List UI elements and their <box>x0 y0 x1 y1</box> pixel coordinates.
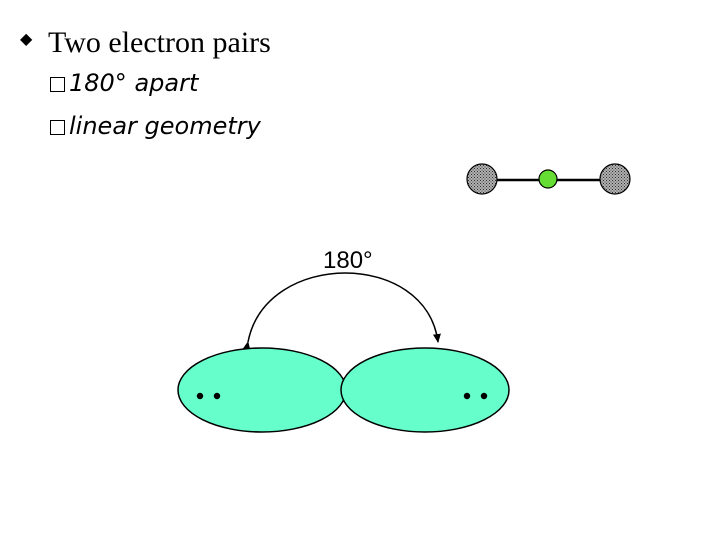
angle-arc-arrow <box>242 272 441 351</box>
hollow-square-bullet-icon <box>50 76 65 92</box>
sub-bullet-item: linear geometry <box>50 110 261 142</box>
main-bullet-text: Two electron pairs <box>48 26 271 59</box>
outer-atom-left <box>466 163 498 195</box>
electron-pair-lobe-left <box>177 347 347 433</box>
lone-pair-right <box>463 392 488 400</box>
central-atom <box>538 169 558 189</box>
sub-bullet-text: linear geometry <box>69 112 261 140</box>
sub-bullet-item: 180° apart <box>50 67 198 99</box>
hollow-square-bullet-icon <box>50 119 65 135</box>
lone-pair-left <box>196 392 221 400</box>
electron-dot <box>480 392 488 400</box>
angle-label: 180° <box>323 247 373 274</box>
electron-dot <box>463 392 471 400</box>
electron-dot <box>196 392 204 400</box>
outer-atom-right <box>599 163 631 195</box>
diamond-bullet-icon: ◆ <box>20 29 33 48</box>
linear-molecule-model <box>466 163 631 195</box>
electron-dot <box>213 392 221 400</box>
electron-pair-lobe-right <box>340 347 510 433</box>
sub-bullet-text: 180° apart <box>69 69 199 97</box>
